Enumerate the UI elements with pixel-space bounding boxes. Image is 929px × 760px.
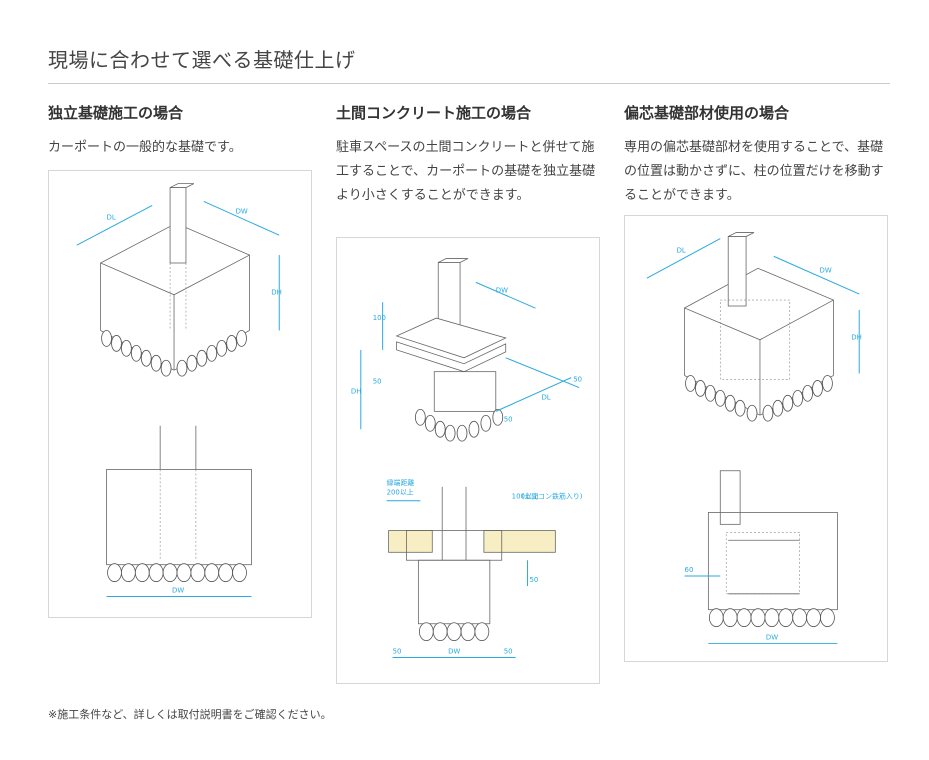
eccentric-foundation-diagram: DL DW DH 60 DW xyxy=(624,215,888,662)
column-independent-foundation: 独立基礎施工の場合 カーポートの一般的な基礎です。 xyxy=(48,102,314,160)
concrete-slab-diagram: DW 100 50 DH 50 DL 50 縁端距離 200以上 100以上 (… xyxy=(336,237,600,684)
eccentric-foundation-svg: DL DW DH 60 DW xyxy=(646,232,862,644)
slab-note-1: 100以上 xyxy=(512,492,539,501)
dim-label-bottom-left: 50 xyxy=(393,648,402,656)
dim-label-dh: DH xyxy=(351,388,362,396)
edge-distance-label: 縁端距離 xyxy=(387,478,415,487)
dim-label-dl: DL xyxy=(107,213,116,221)
dim-label-dh: DH xyxy=(271,289,282,297)
independent-foundation-diagram: DL DW DH DW xyxy=(48,170,312,618)
edge-distance-value: 200以上 xyxy=(387,488,414,497)
gravel-stones xyxy=(101,330,247,377)
column-heading: 土間コンクリート施工の場合 xyxy=(336,104,532,122)
column-concrete-slab: 土間コンクリート施工の場合 駐車スペースの土間コンクリートと併せて施工することで… xyxy=(336,102,602,208)
dim-label-dw: DW xyxy=(496,286,508,294)
page-title: 現場に合わせて選べる基礎仕上げ xyxy=(48,44,890,84)
eccentric-iso-stones xyxy=(685,375,833,422)
column-eccentric-foundation: 偏芯基礎部材使用の場合 専用の偏芯基礎部材を使用することで、基礎の位置は動かさず… xyxy=(624,102,890,208)
dim-label-50-side: 50 xyxy=(530,576,539,584)
concrete-slab-svg: DW 100 50 DH 50 DL 50 縁端距離 200以上 100以上 (… xyxy=(351,258,583,658)
column-description: 専用の偏芯基礎部材を使用することで、基礎の位置は動かさずに、柱の位置だけを移動す… xyxy=(624,140,884,203)
dim-label-dw-bottom: DW xyxy=(172,586,184,594)
dim-label-50a: 50 xyxy=(373,378,382,386)
column-heading: 独立基礎施工の場合 xyxy=(48,104,184,122)
column-heading: 偏芯基礎部材使用の場合 xyxy=(624,104,790,122)
slab-note-2: (土間コン鉄筋入り) xyxy=(522,492,583,501)
dim-label-bottom-right: 50 xyxy=(504,648,513,656)
slab-iso-stones xyxy=(415,408,504,442)
dim-label-60: 60 xyxy=(685,566,694,574)
column-description: カーポートの一般的な基礎です。 xyxy=(48,140,242,155)
independent-foundation-svg: DL DW DH DW xyxy=(76,183,282,597)
section-stones xyxy=(107,563,247,582)
footnote: ※施工条件など、詳しくは取付説明書をご確認ください。 xyxy=(48,708,332,721)
dim-label-dw: DW xyxy=(820,266,832,274)
dim-label-50c: 50 xyxy=(504,415,513,423)
dim-label-50b: 50 xyxy=(573,376,582,384)
dim-label-100: 100 xyxy=(373,314,386,322)
dim-label-bottom-dw: DW xyxy=(448,648,460,656)
dim-label-dw: DW xyxy=(236,207,248,215)
column-description: 駐車スペースの土間コンクリートと併せて施工することで、カーポートの基礎を独立基礎… xyxy=(336,140,596,203)
eccentric-section-stones xyxy=(708,608,835,627)
dim-label-dl: DL xyxy=(541,393,550,401)
dim-label-dw-bottom: DW xyxy=(766,633,778,641)
dim-label-dl: DL xyxy=(677,246,686,254)
dim-label-dh: DH xyxy=(851,334,862,342)
slab-section-stones xyxy=(418,622,490,642)
